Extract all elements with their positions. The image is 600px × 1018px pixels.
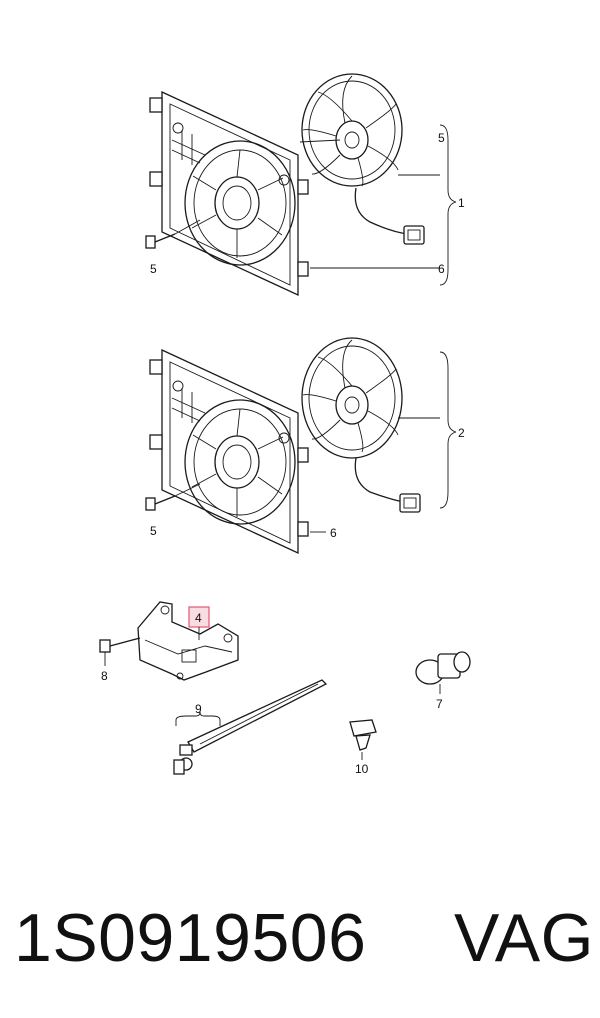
fan-shroud-2 xyxy=(149,348,309,555)
fan-assembly-1: 5 1 5 6 xyxy=(145,73,465,297)
callout-6: 6 xyxy=(438,262,445,276)
fan-assembly-2: 2 5 6 xyxy=(145,337,465,555)
callout-6-b: 6 xyxy=(330,526,337,540)
brand-name: VAG xyxy=(453,900,594,976)
callout-5-top: 5 xyxy=(438,131,445,145)
callout-1: 1 xyxy=(458,196,465,210)
footer-caption: 1S0919506 VAG xyxy=(14,888,594,988)
callout-4: 4 xyxy=(195,611,202,625)
bracket-4 xyxy=(137,601,239,681)
fan-blade-2 xyxy=(301,337,421,513)
cable-tie-9 xyxy=(173,679,328,775)
clip-10 xyxy=(349,719,377,760)
callout-5-bolt-b: 5 xyxy=(150,524,157,538)
pressure-switch-7 xyxy=(415,651,471,694)
fan-blade-1 xyxy=(301,73,425,245)
fan-shroud-1 xyxy=(149,90,309,297)
callout-8: 8 xyxy=(101,669,108,683)
callout-2: 2 xyxy=(458,426,465,440)
part-number: 1S0919506 xyxy=(14,900,367,976)
callout-7: 7 xyxy=(436,697,443,711)
callout-10: 10 xyxy=(355,762,369,776)
bolt-5-b xyxy=(145,483,201,511)
lower-parts: 4 8 7 9 xyxy=(99,601,471,776)
callout-5-bolt: 5 xyxy=(150,262,157,276)
bolt-8 xyxy=(99,637,141,666)
callout-9: 9 xyxy=(195,702,202,716)
bolt-5-a xyxy=(145,219,201,249)
